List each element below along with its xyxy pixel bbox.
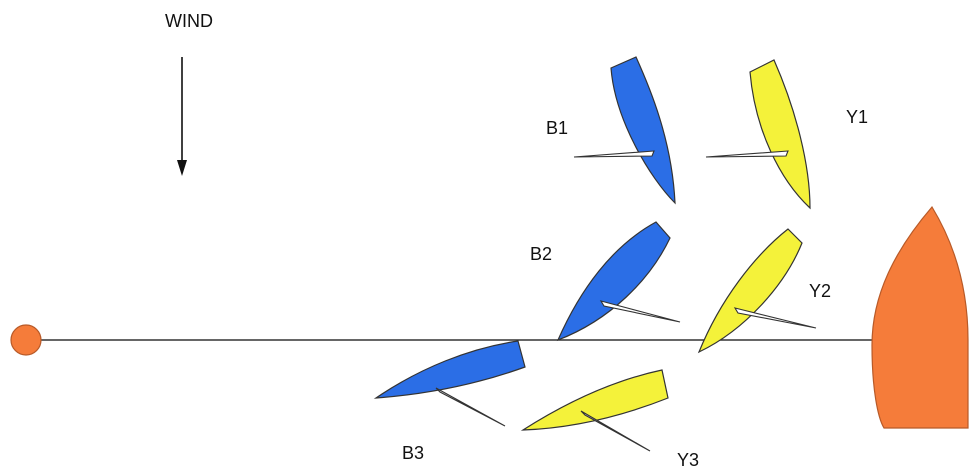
pin-buoy (10, 324, 42, 356)
boat-label-y2: Y2 (809, 281, 832, 301)
boat-label-b1: B1 (546, 118, 569, 138)
boat-y1 (705, 59, 811, 210)
boat-label-b2: B2 (530, 244, 553, 264)
boat-y2 (697, 228, 817, 354)
boat-label-y1: Y1 (846, 107, 869, 127)
boat-b2 (556, 221, 681, 342)
down-arrow-icon (177, 57, 187, 176)
boat-b3 (373, 340, 526, 427)
boat-label-y3: Y3 (677, 450, 700, 470)
boat-y3 (520, 369, 669, 452)
committee-boat (871, 205, 969, 429)
wind-label: WIND (165, 11, 213, 31)
boat-b1 (573, 56, 676, 205)
boat-label-b3: B3 (402, 443, 425, 463)
